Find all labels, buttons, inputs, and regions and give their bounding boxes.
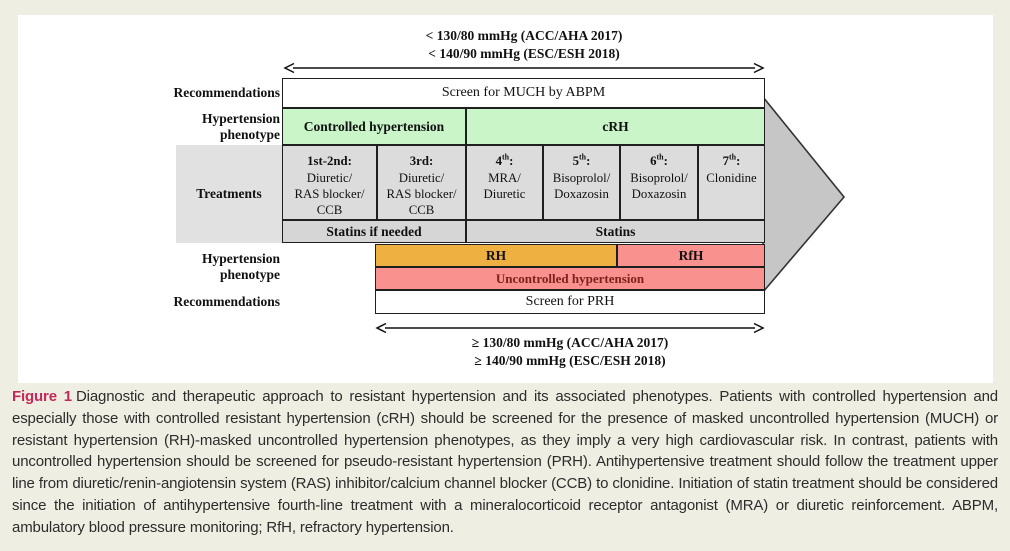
treatment-col-4-drugs: Bisoprolol/ Doxazosin <box>552 170 611 202</box>
bp-threshold-top-line2: < 140/90 mmHg (ESC/ESH 2018) <box>428 46 620 61</box>
bp-threshold-bottom-line2: ≥ 140/90 mmHg (ESC/ESH 2018) <box>474 353 666 368</box>
statins-if-needed-box: Statins if needed <box>282 220 466 243</box>
forward-arrowhead-icon <box>762 94 846 294</box>
treatment-col-5: 6th: Bisoprolol/ Doxazosin <box>620 145 698 220</box>
phenotype-rfh-box: RfH <box>617 244 765 267</box>
bottom-range-arrow-icon <box>375 322 765 334</box>
treatment-col-5-drugs: Bisoprolol/ Doxazosin <box>630 170 688 202</box>
treatment-col-3-drugs: MRA/ Diuretic <box>483 170 526 202</box>
bp-threshold-bottom-line1: ≥ 130/80 mmHg (ACC/AHA 2017) <box>471 335 669 350</box>
recommendation-much-box: Screen for MUCH by ABPM <box>282 78 765 108</box>
recommendation-prh-box: Screen for PRH <box>375 290 765 314</box>
treatment-col-1: 1st-2nd: Diuretic/ RAS blocker/ CCB <box>282 145 377 220</box>
treatment-col-2: 3rd: Diuretic/ RAS blocker/ CCB <box>377 145 466 220</box>
treatment-col-4: 5th: Bisoprolol/ Doxazosin <box>543 145 620 220</box>
phenotype-controlled-box: Controlled hypertension <box>282 108 466 145</box>
statins-box: Statins <box>466 220 765 243</box>
phenotype-crh-box: cRH <box>466 108 765 145</box>
treatment-col-3: 4th: MRA/ Diuretic <box>466 145 543 220</box>
treatment-col-2-drugs: Diuretic/ RAS blocker/ CCB <box>386 170 457 218</box>
figure-caption-text: Diagnostic and therapeutic approach to r… <box>12 388 998 536</box>
phenotype-uncontrolled-box: Uncontrolled hypertension <box>375 267 765 290</box>
row-label-recommendations-top: Recommendations <box>173 85 281 101</box>
row-label-phenotype-top: Hypertension phenotype <box>201 110 280 142</box>
treatment-col-6-drugs: Clonidine <box>706 170 757 185</box>
row-label-phenotype-bottom: Hypertension phenotype <box>201 251 280 282</box>
phenotype-rh-box: RH <box>375 244 617 267</box>
top-range-arrow-icon <box>283 62 765 74</box>
row-label-recommendations-bottom: Recommendations <box>173 294 281 310</box>
bp-threshold-top-line1: < 130/80 mmHg (ACC/AHA 2017) <box>425 28 623 43</box>
treatment-col-6: 7th: Clonidine <box>698 145 765 220</box>
row-label-treatments: Treatments <box>176 145 282 243</box>
treatment-col-1-drugs: Diuretic/ RAS blocker/ CCB <box>294 170 365 218</box>
figure-caption-label: Figure 1 <box>12 388 72 405</box>
